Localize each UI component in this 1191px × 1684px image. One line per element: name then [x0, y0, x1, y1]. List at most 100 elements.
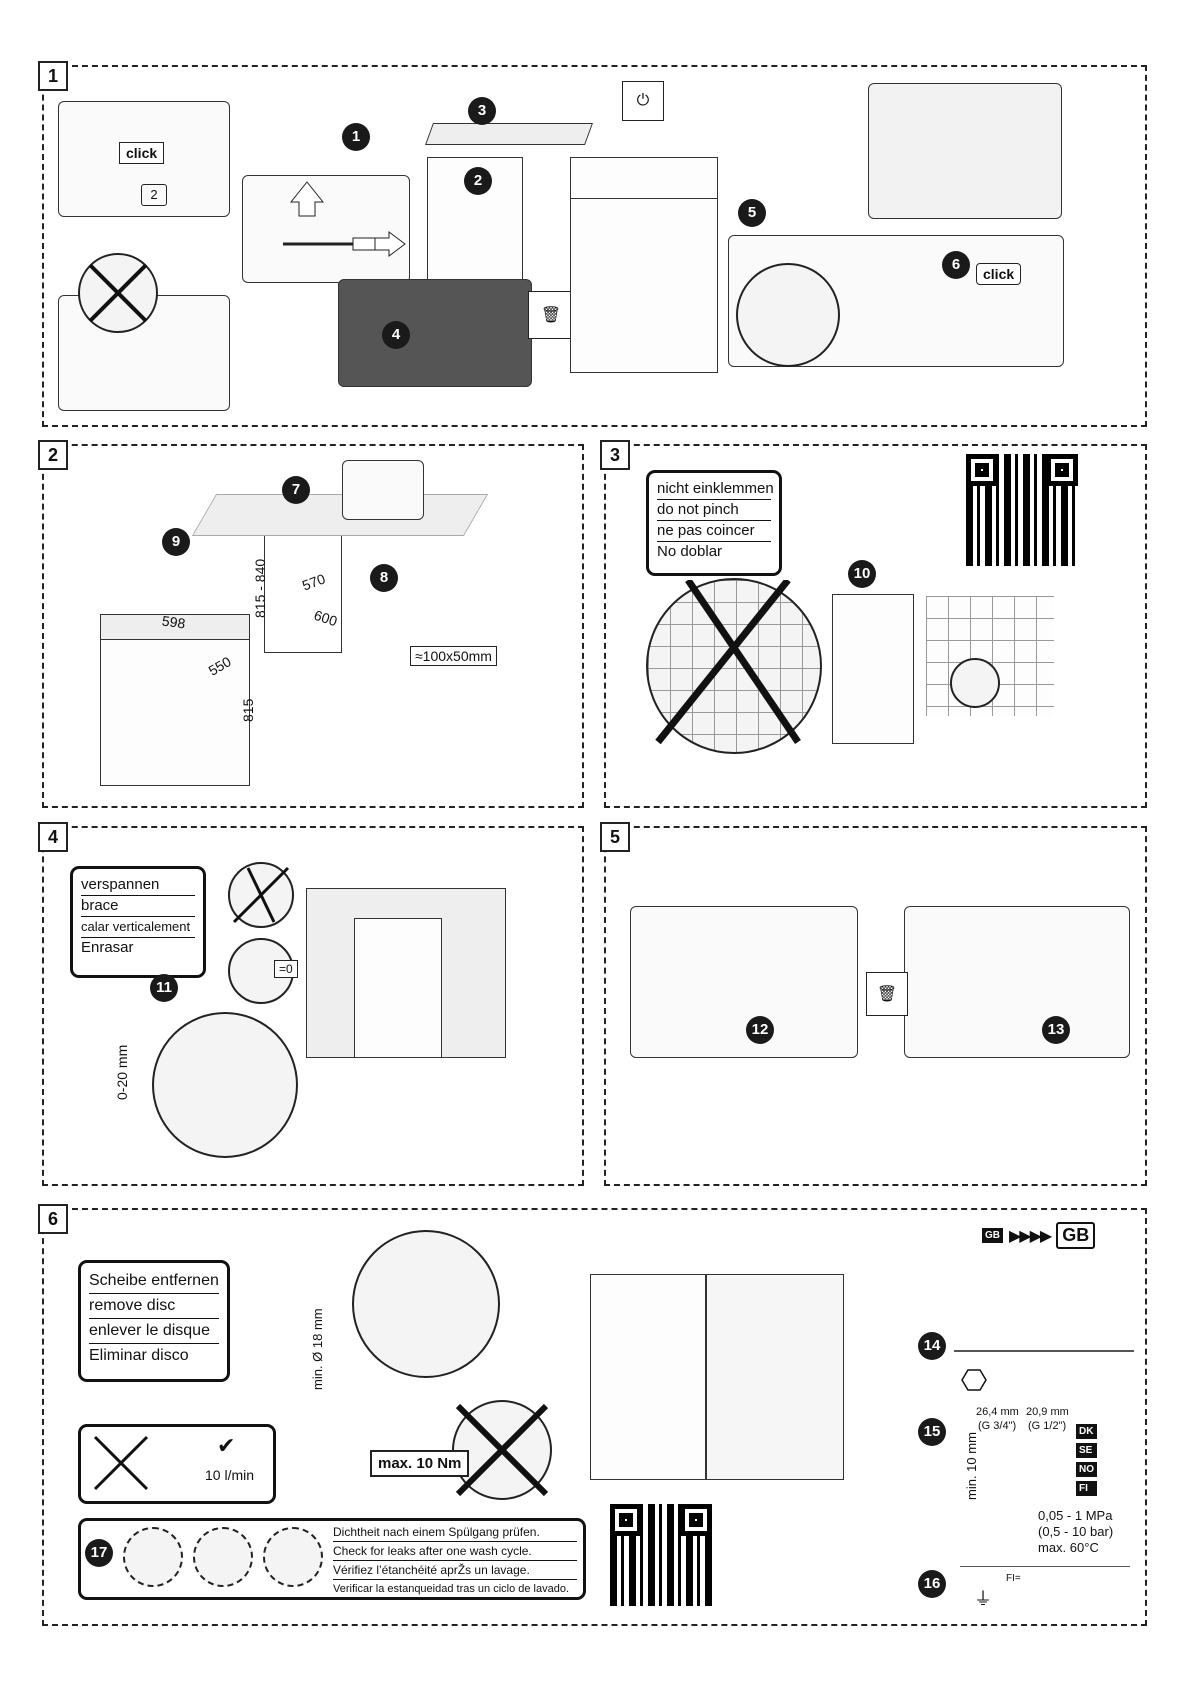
cross-icon — [455, 1403, 549, 1497]
step-badge-11: 11 — [150, 974, 178, 1002]
step-badge-17: 17 — [85, 1539, 113, 1567]
remove-disc-line: enlever le disque — [89, 1319, 219, 1344]
remove-disc-line: Eliminar disco — [89, 1347, 189, 1364]
dishwasher-unit — [100, 614, 250, 786]
panel-6: 6 Scheibe entfernen remove disc enlever … — [38, 1204, 1147, 1626]
panel-number: 4 — [38, 822, 68, 852]
max-temperature: max. 60°C — [1038, 1540, 1099, 1555]
panel-3: 3 nicht einklemmen do not pinch ne pas c… — [600, 440, 1147, 808]
zero-gap-label: =0 — [274, 960, 298, 978]
height-range-label: 0-20 mm — [114, 1044, 130, 1100]
strip-detail-zoom — [736, 263, 840, 367]
top-surface — [101, 615, 249, 640]
do-not-pinch-warning: nicht einklemmen do not pinch ne pas coi… — [646, 470, 782, 576]
no-tap-icon — [93, 1435, 149, 1491]
country-badge: SE — [1076, 1443, 1097, 1458]
no-leak-icon-1 — [123, 1527, 183, 1587]
gb-arrows: ▶▶▶▶ — [1009, 1227, 1052, 1245]
dishwasher-unit — [832, 594, 914, 744]
remove-disc-line: remove disc — [89, 1294, 219, 1319]
panel-2: 2 598 570 600 550 815 - 840 815 ≈100x50m… — [38, 440, 584, 808]
country-codes: DK SE NO FI — [1076, 1424, 1097, 1496]
step-badge-7: 7 — [282, 476, 310, 504]
step-badge-13: 13 — [1042, 1016, 1070, 1044]
country-badge: FI — [1076, 1481, 1097, 1496]
brace-note-line: Enrasar — [81, 939, 134, 956]
leak-check-text: Dichtheit nach einem Spülgang prüfen. Ch… — [333, 1523, 577, 1598]
wrong-brace-zoom — [228, 862, 294, 928]
step-badge-5: 5 — [738, 199, 766, 227]
warning-line: nicht einklemmen — [657, 479, 774, 500]
brace-note-line: verspannen — [81, 875, 195, 896]
click-label: click — [976, 263, 1022, 285]
no-drip-icon — [78, 253, 158, 333]
panel-4: 4 verspannen brace calar verticalement E… — [38, 822, 584, 1186]
country-badge: NO — [1076, 1462, 1097, 1477]
remove-disc-note: Scheibe entfernen remove disc enlever le… — [78, 1260, 230, 1382]
hose-connection-zoom — [950, 658, 1000, 708]
panel-number: 5 — [600, 822, 630, 852]
pressure-mpa: 0,05 - 1 MPa — [1038, 1508, 1113, 1523]
fi-label: FI= — [1006, 1573, 1021, 1584]
foot-adjust-zoom — [152, 1012, 298, 1158]
pinched-hose-zoom — [646, 577, 822, 754]
strip-cut-illustration — [630, 906, 858, 1058]
torque-warning-zoom — [452, 1400, 552, 1500]
recycle-bin-icon: 🗑 — [866, 972, 908, 1016]
hex-nut-icon — [961, 1369, 987, 1391]
step-badge-9: 9 — [162, 528, 190, 556]
connector-click-illustration: click 2 — [58, 101, 230, 217]
screwdriver-illustration — [242, 175, 410, 283]
dishwasher-unit — [590, 1274, 706, 1480]
recycle-bin-icon: 🗑 — [528, 291, 574, 339]
leak-check-line: Verificar la estanqueidad tras un ciclo … — [333, 1583, 570, 1595]
rear-hook-illustration — [338, 279, 532, 387]
step-badge-16: 16 — [918, 1570, 946, 1598]
no-leak-icon-2 — [193, 1527, 253, 1587]
dim-width-598: 598 — [161, 612, 187, 632]
power-plug-icon: ⏻ — [622, 81, 664, 121]
step-badge-6: 6 — [942, 251, 970, 279]
step-badge-10: 10 — [848, 560, 876, 588]
no-leak-icon-3 — [263, 1527, 323, 1587]
gb-large-badge: GB — [1056, 1222, 1096, 1249]
remove-disc-line: Scheibe entfernen — [89, 1269, 219, 1294]
panel-5: 5 🗑 12 13 — [600, 822, 1147, 1186]
pressure-spec: 0,05 - 1 MPa (0,5 - 10 bar) max. 60°C — [1038, 1508, 1113, 1556]
leak-check-note: 17 Dichtheit nach einem Spülgang prüfen.… — [78, 1518, 586, 1600]
thread-small-size: 20,9 mm — [1026, 1406, 1069, 1418]
dim-unit-height: 815 — [240, 698, 256, 722]
brace-note-line: brace — [81, 896, 195, 917]
check-icon: ✔ — [217, 1433, 236, 1458]
panel-number: 6 — [38, 1204, 68, 1234]
panel-1: 1 click 2 🗑 ⏻ click 1 2 3 4 5 6 — [38, 61, 1147, 427]
worktop-lid — [424, 123, 594, 145]
warning-line: No doblar — [657, 543, 723, 560]
sink-cabinet — [706, 1274, 844, 1480]
step-badge-4: 4 — [382, 321, 410, 349]
leak-check-line: Vérifiez l’étanchéité aprŽs un lavage. — [333, 1561, 577, 1580]
screwdriver-icon — [283, 181, 406, 257]
strip-remove-illustration — [904, 906, 1130, 1058]
fi-protection: FI= ⏚ — [960, 1566, 1130, 1617]
pressure-bar: (0,5 - 10 bar) — [1038, 1524, 1114, 1539]
qr-code — [610, 1504, 712, 1606]
flow-rate-label: 10 l/min — [205, 1467, 255, 1483]
step-badge-2: 2 — [464, 167, 492, 195]
correct-brace-zoom: =0 — [228, 938, 298, 1004]
thread-large-g: (G 3/4") — [978, 1420, 1017, 1432]
brace-note: verspannen brace calar verticalement Enr… — [70, 866, 206, 978]
cross-icon — [655, 577, 801, 745]
leak-check-line: Check for leaks after one wash cycle. — [333, 1542, 577, 1561]
cross-icon — [232, 866, 290, 924]
ground-icon: ⏚ — [974, 1589, 992, 1609]
gb-small-badge: GB — [982, 1228, 1003, 1243]
thread-large-size: 26,4 mm — [976, 1406, 1019, 1418]
gb-indicator: GB ▶▶▶▶ GB — [982, 1222, 1096, 1249]
leak-check-line: Dichtheit nach einem Spülgang prüfen. — [333, 1523, 577, 1542]
niche-opening — [264, 536, 342, 653]
dishwasher-front — [354, 918, 442, 1058]
hex-step-icon: 2 — [141, 184, 167, 206]
water-flow-requirement: ✔ 10 l/min — [78, 1424, 276, 1504]
worktop — [191, 494, 489, 536]
